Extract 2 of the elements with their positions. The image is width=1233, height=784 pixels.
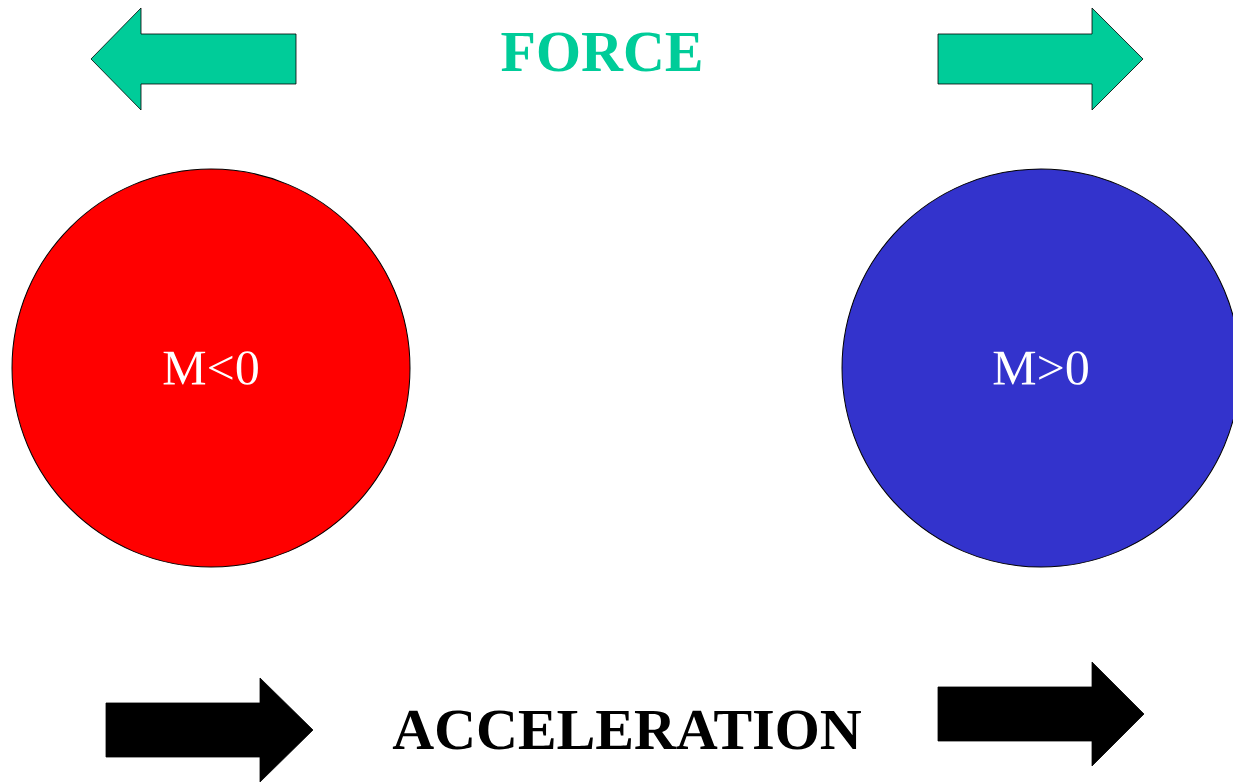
label: ACCELERATION — [392, 710, 861, 750]
label: FORCE — [501, 32, 701, 72]
